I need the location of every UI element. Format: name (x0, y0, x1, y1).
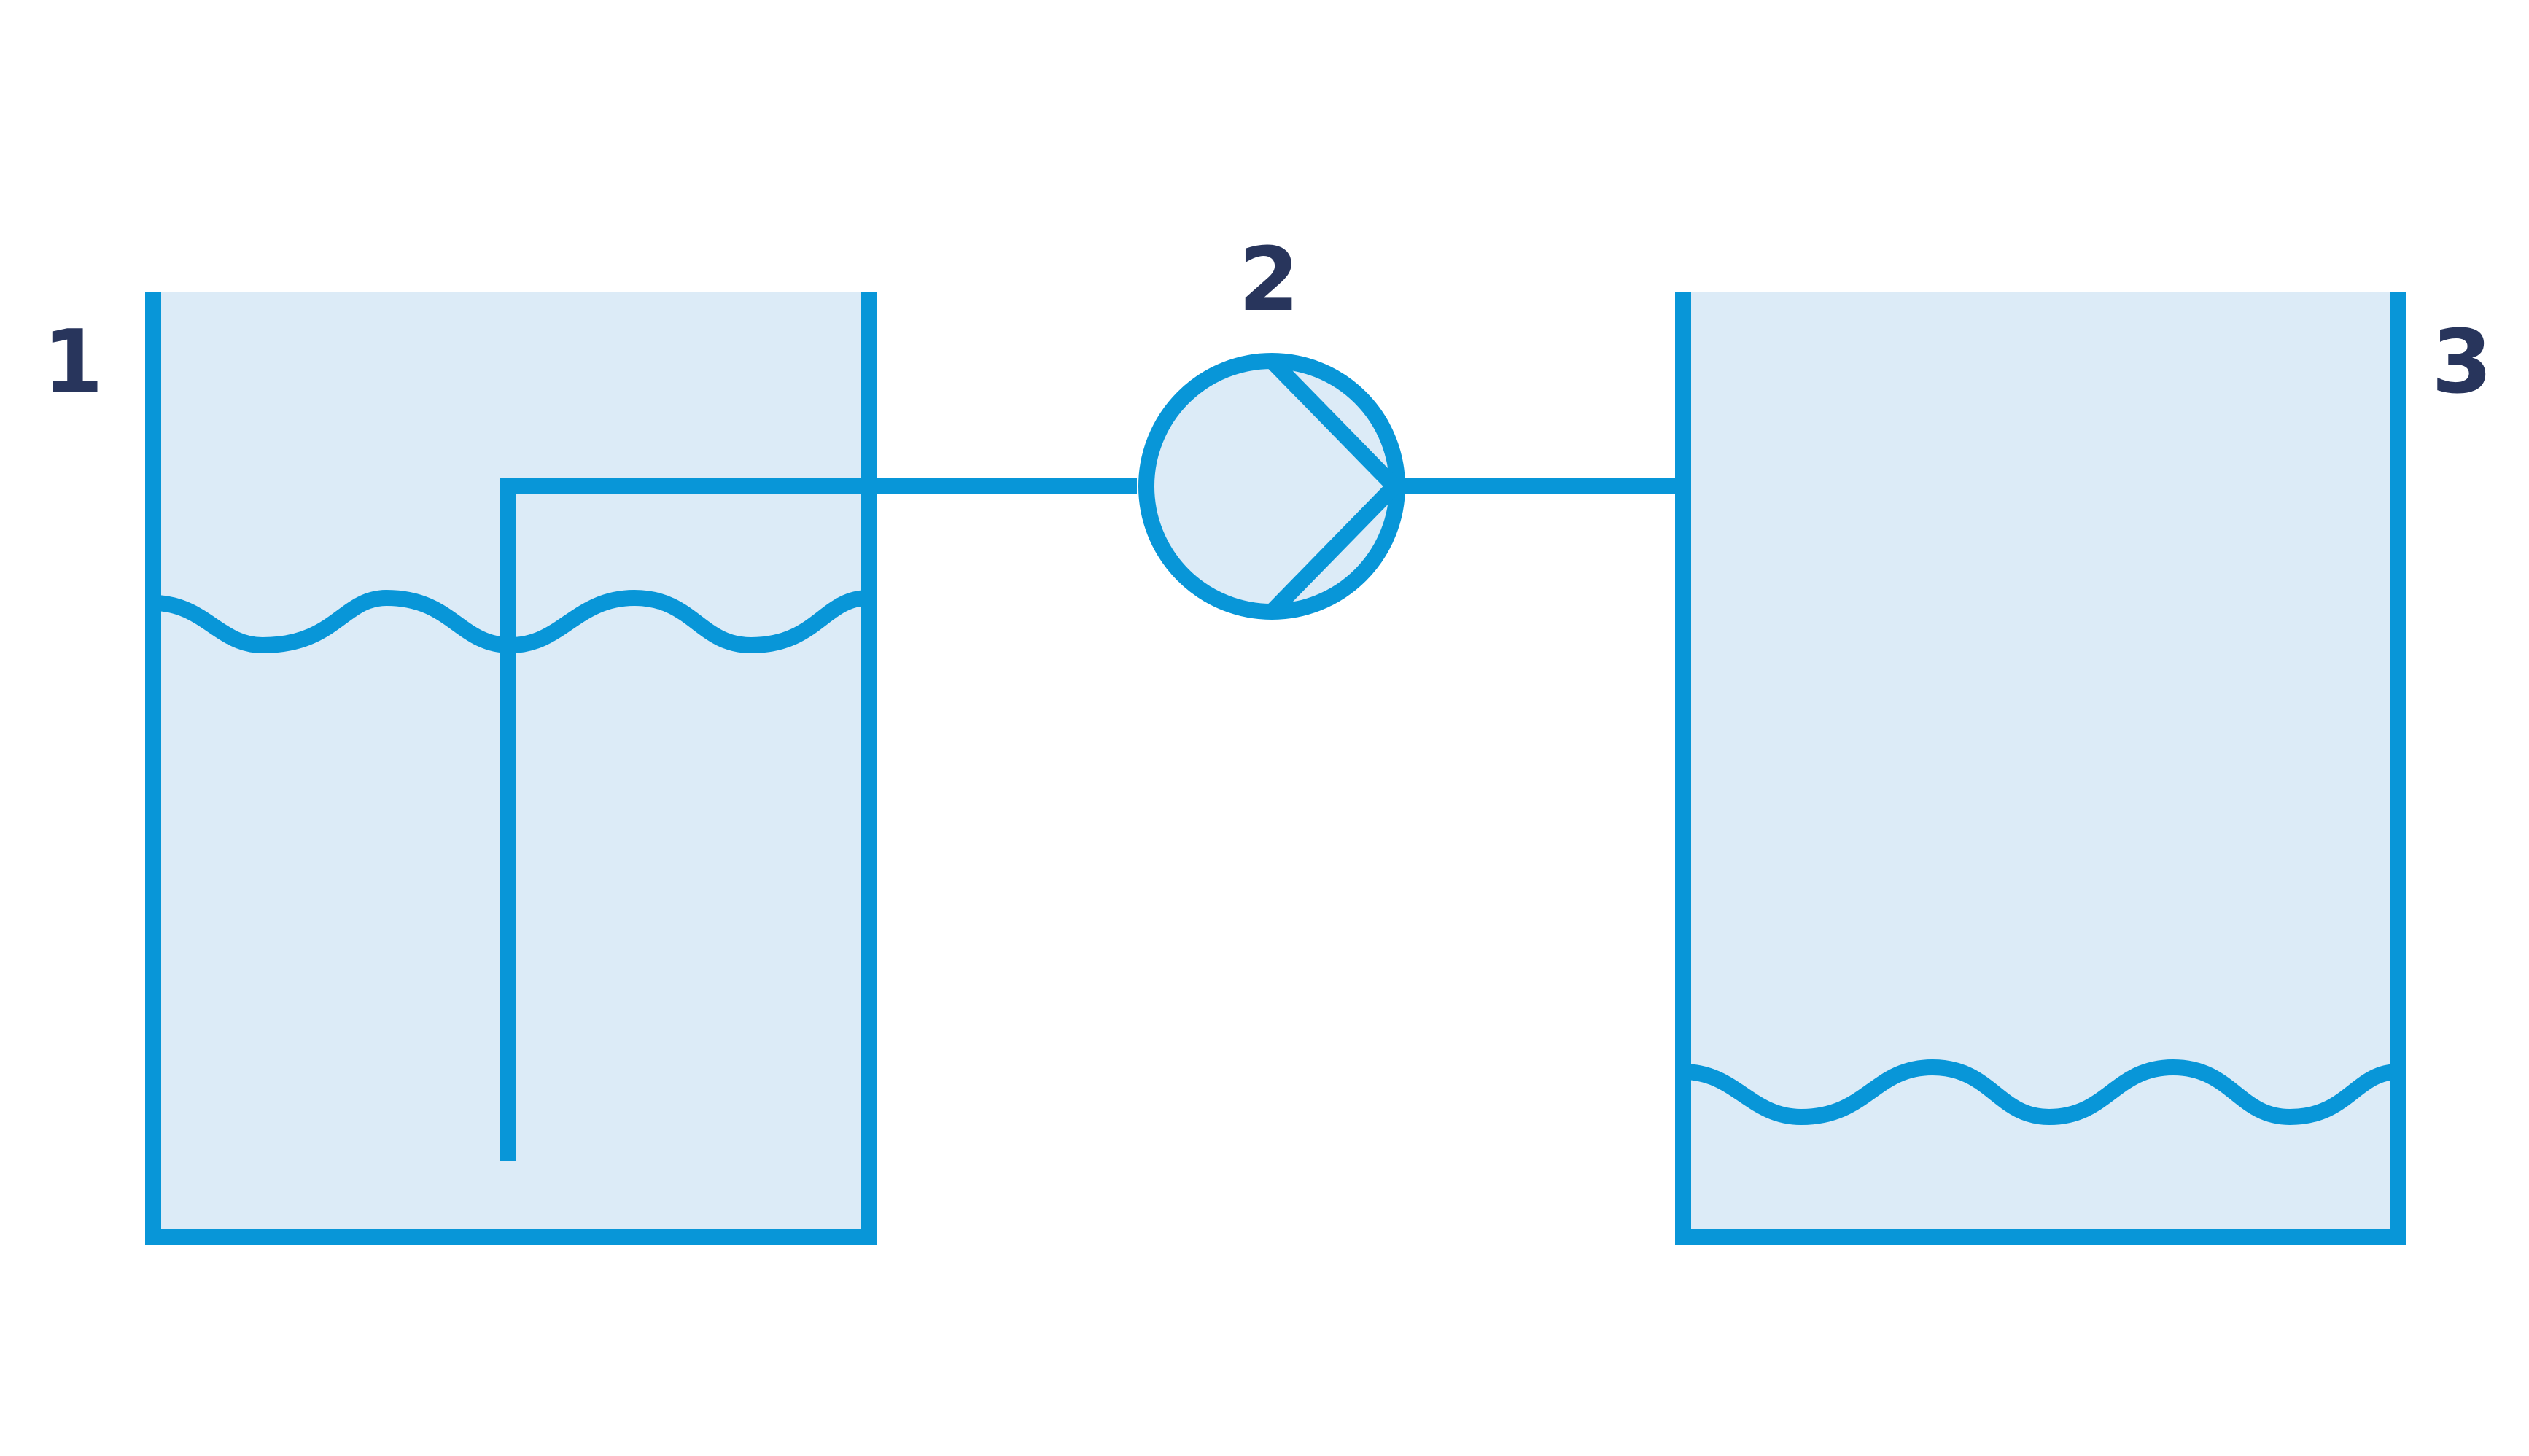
target-tank-wall (1675, 292, 2406, 1245)
pump-direction-symbol (1266, 355, 1406, 618)
label-source-tank: 1 (42, 312, 104, 413)
pump (1138, 353, 1406, 620)
pump-body (1138, 353, 1405, 620)
label-pump: 2 (1238, 230, 1300, 331)
target-tank-liquid-surface (1675, 1059, 2406, 1126)
target-tank (1675, 292, 2406, 1245)
suction-pipe (500, 478, 1137, 1161)
source-tank (145, 292, 1137, 1245)
source-tank-wall (145, 292, 877, 1245)
target-tank-fill (1683, 292, 2398, 1237)
label-target-tank: 3 (2431, 312, 2493, 413)
